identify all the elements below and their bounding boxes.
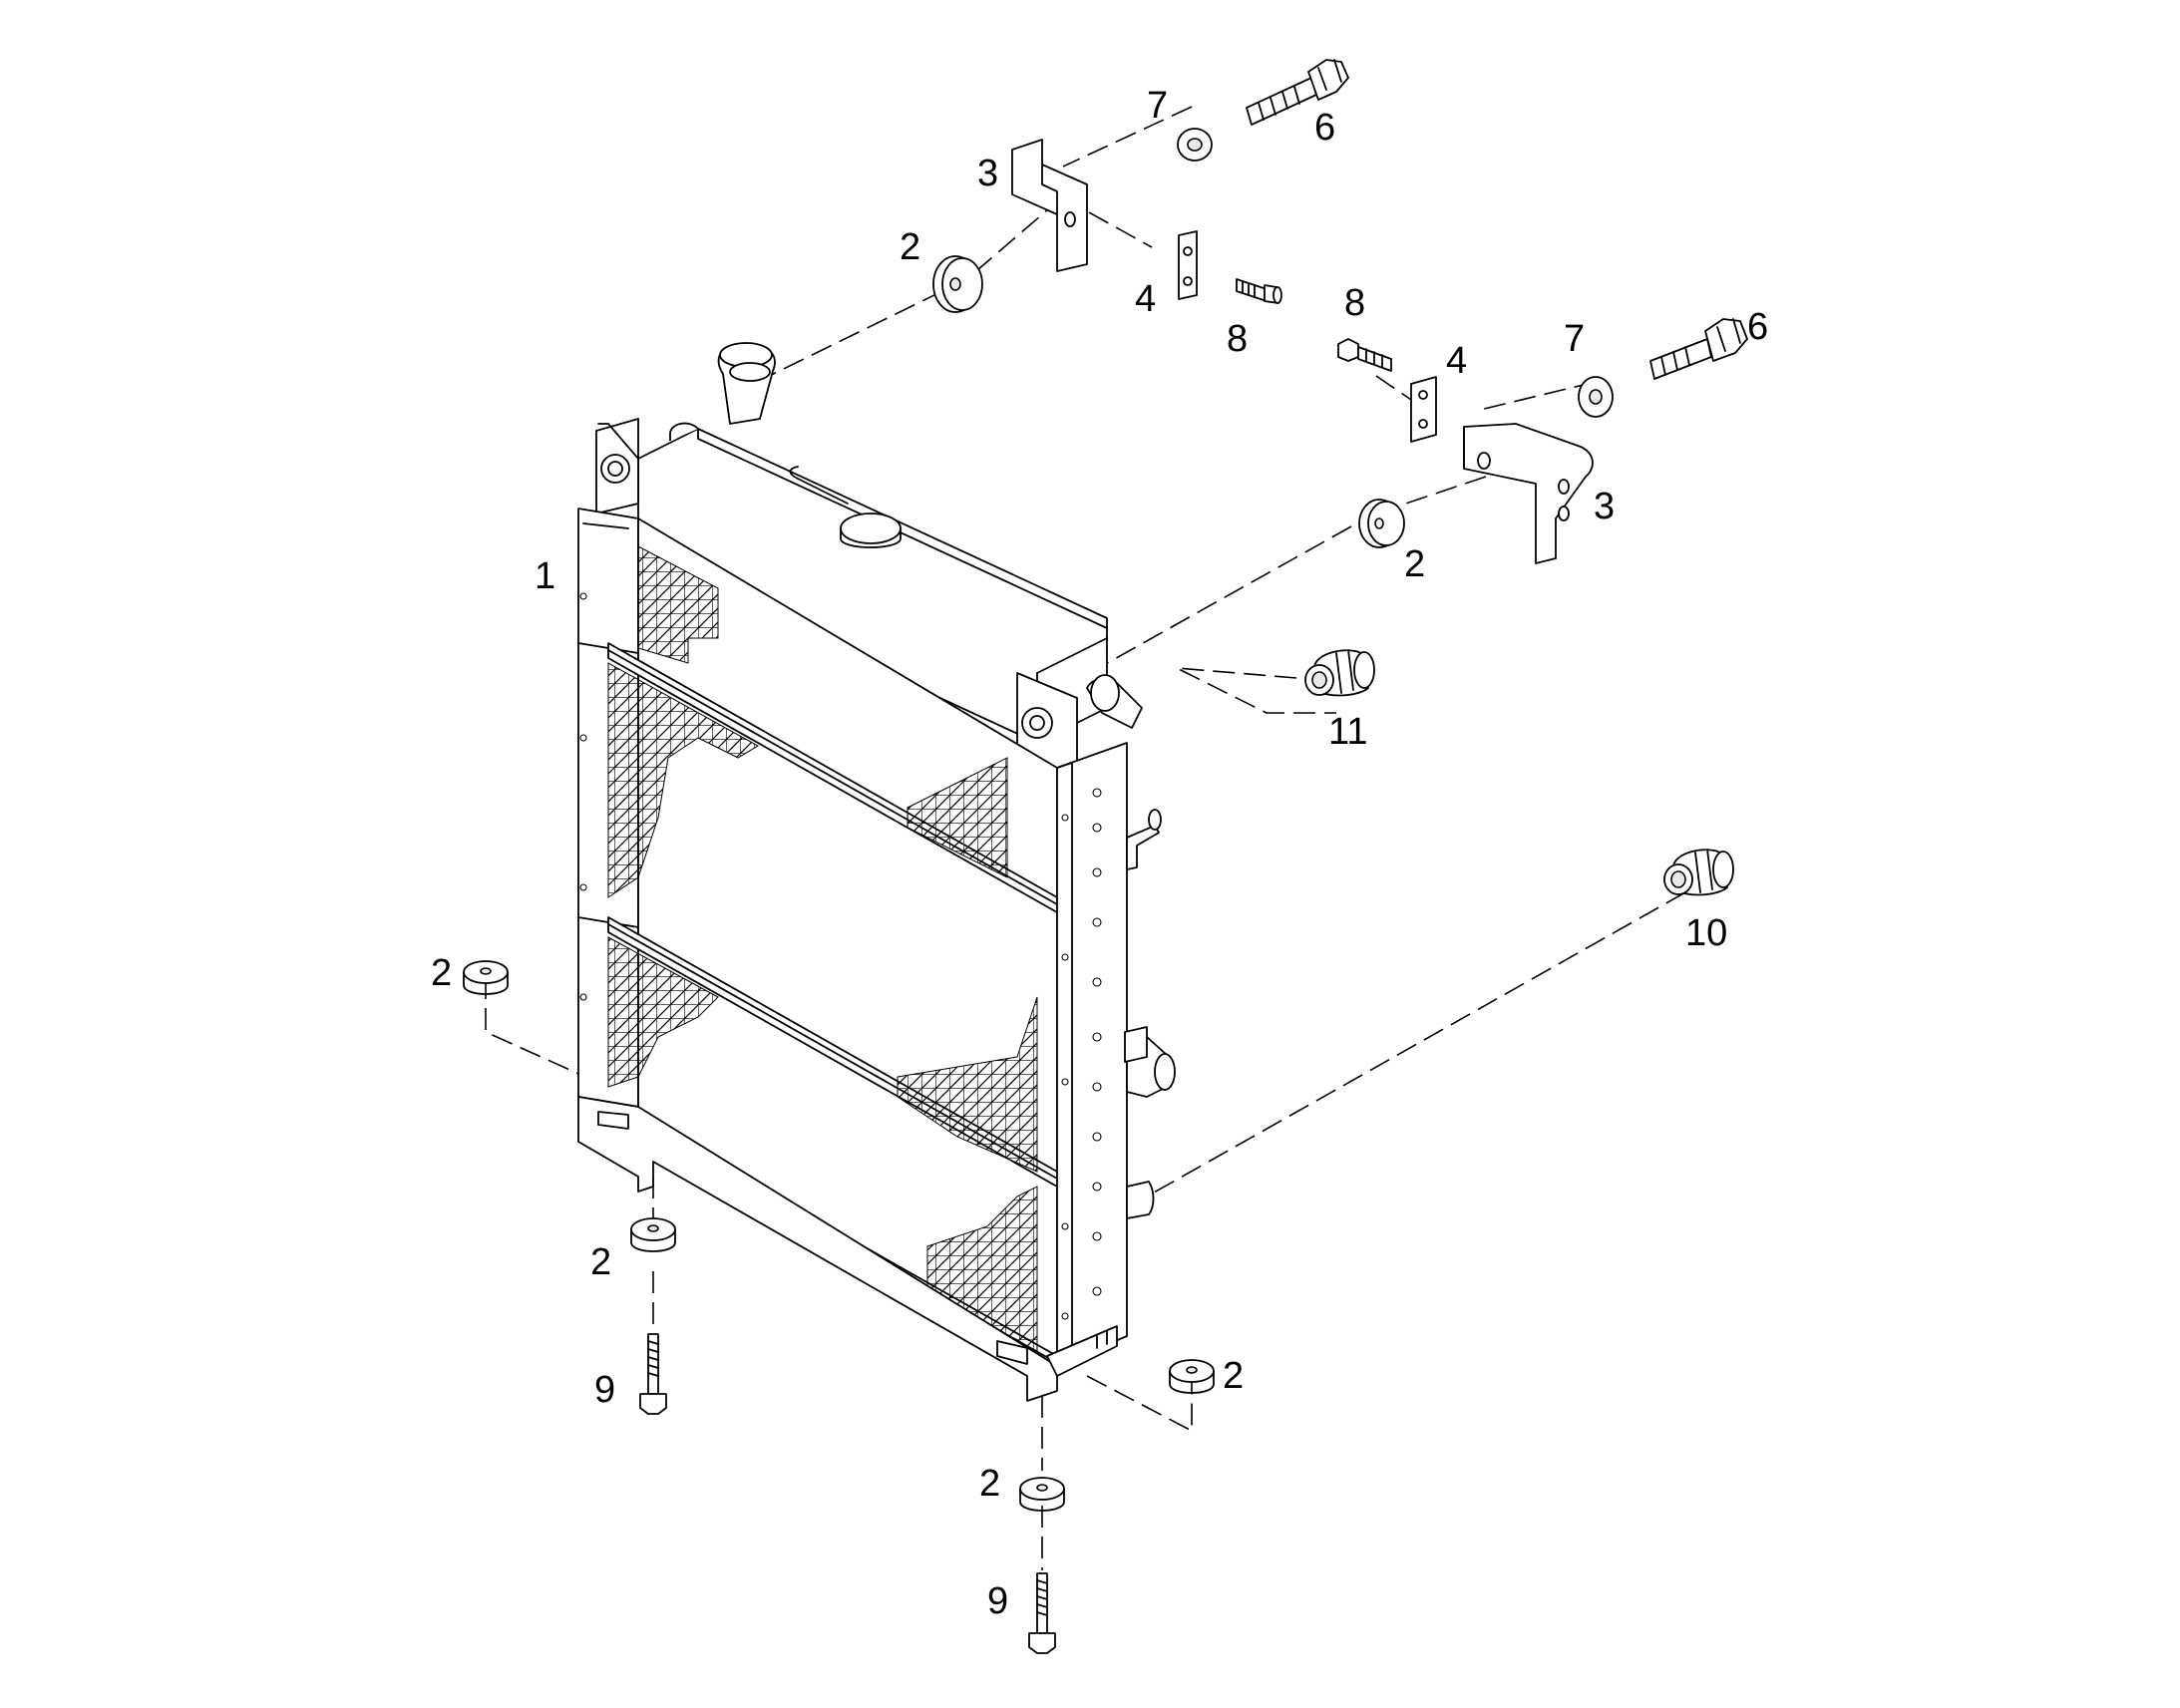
callout-9b: 9 — [987, 1580, 1008, 1622]
callout-8a: 8 — [1227, 318, 1248, 360]
callout-3a: 3 — [977, 153, 998, 194]
callout-7b: 7 — [1564, 318, 1585, 360]
fitting-11 — [1304, 649, 1375, 697]
callout-4b: 4 — [1446, 340, 1467, 382]
bolt-bottom-2 — [1028, 1572, 1056, 1654]
callout-9a: 9 — [594, 1369, 615, 1411]
callout-11: 11 — [1328, 711, 1367, 753]
rubber-bush-bottom-1 — [630, 1217, 676, 1252]
plate-lower — [1410, 376, 1437, 443]
callout-4a: 4 — [1135, 278, 1156, 320]
rubber-bush-upper — [932, 255, 983, 313]
screw-lower — [1337, 338, 1392, 372]
fitting-10 — [1663, 849, 1734, 896]
bracket-lower — [1463, 423, 1594, 564]
washer-upper — [1177, 128, 1213, 162]
bolt-bottom-1 — [639, 1333, 667, 1415]
callout-3b: 3 — [1594, 486, 1615, 527]
callout-2d: 2 — [590, 1241, 611, 1283]
callout-6b: 6 — [1747, 306, 1768, 348]
rubber-bush-bottom-2 — [1019, 1477, 1065, 1512]
callout-2f: 2 — [979, 1463, 1000, 1505]
assembly-lines — [485, 106, 1686, 1570]
callout-2c: 2 — [431, 952, 452, 994]
callout-10: 10 — [1685, 912, 1727, 954]
callout-2b: 2 — [1404, 543, 1425, 585]
rubber-bush-bottom-right — [1169, 1359, 1215, 1394]
washer-lower — [1578, 376, 1614, 418]
screw-upper — [1236, 278, 1282, 304]
callout-1: 1 — [535, 555, 555, 597]
callout-6a: 6 — [1314, 107, 1335, 149]
rubber-bush-right — [1358, 499, 1405, 548]
side-tank-rivets — [1092, 788, 1102, 1296]
callout-labels: 1 2 2 2 2 2 2 3 3 4 4 6 6 7 7 8 8 9 9 10… — [431, 85, 1768, 1622]
bolt-upper — [1246, 59, 1349, 126]
callout-2e: 2 — [1223, 1355, 1244, 1397]
plate-upper — [1178, 230, 1198, 300]
callout-7a: 7 — [1147, 85, 1168, 127]
callout-2a: 2 — [900, 226, 920, 268]
bolt-lower — [1649, 318, 1748, 380]
radiator — [577, 342, 1176, 1402]
rubber-bush-left — [463, 960, 509, 995]
bracket-upper — [1011, 139, 1088, 272]
callout-8b: 8 — [1344, 282, 1365, 324]
